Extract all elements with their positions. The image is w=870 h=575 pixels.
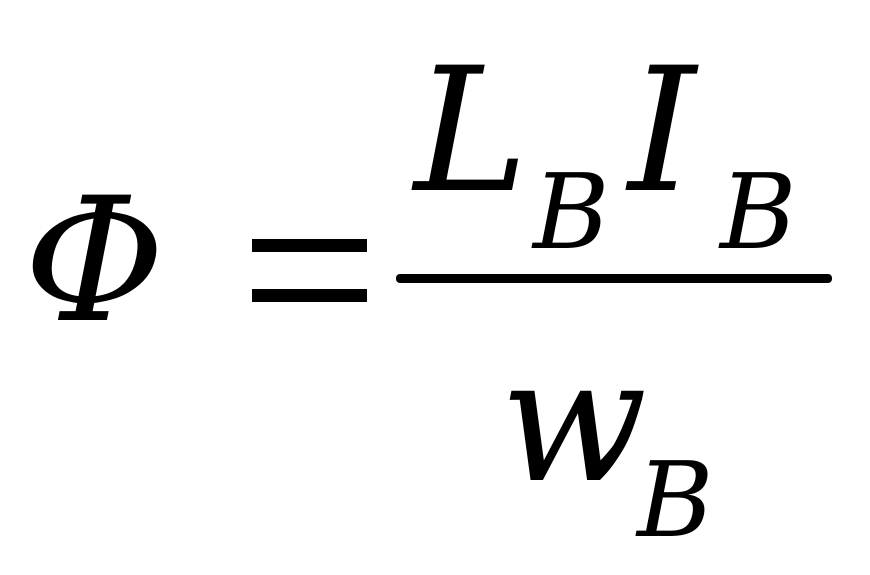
equals-bar-top [252, 239, 367, 252]
numerator-symbol-i: I [628, 30, 696, 231]
numerator-subscript-i: B [720, 151, 797, 273]
numerator-subscript-l: B [533, 151, 610, 273]
fraction-bar [396, 274, 832, 283]
denominator-subscript-w: B [637, 439, 714, 561]
equals-bar-bottom [252, 289, 367, 302]
denominator-symbol-w: w [500, 320, 648, 521]
numerator-symbol-l: L [414, 30, 529, 231]
phi-symbol: Φ [24, 160, 166, 361]
